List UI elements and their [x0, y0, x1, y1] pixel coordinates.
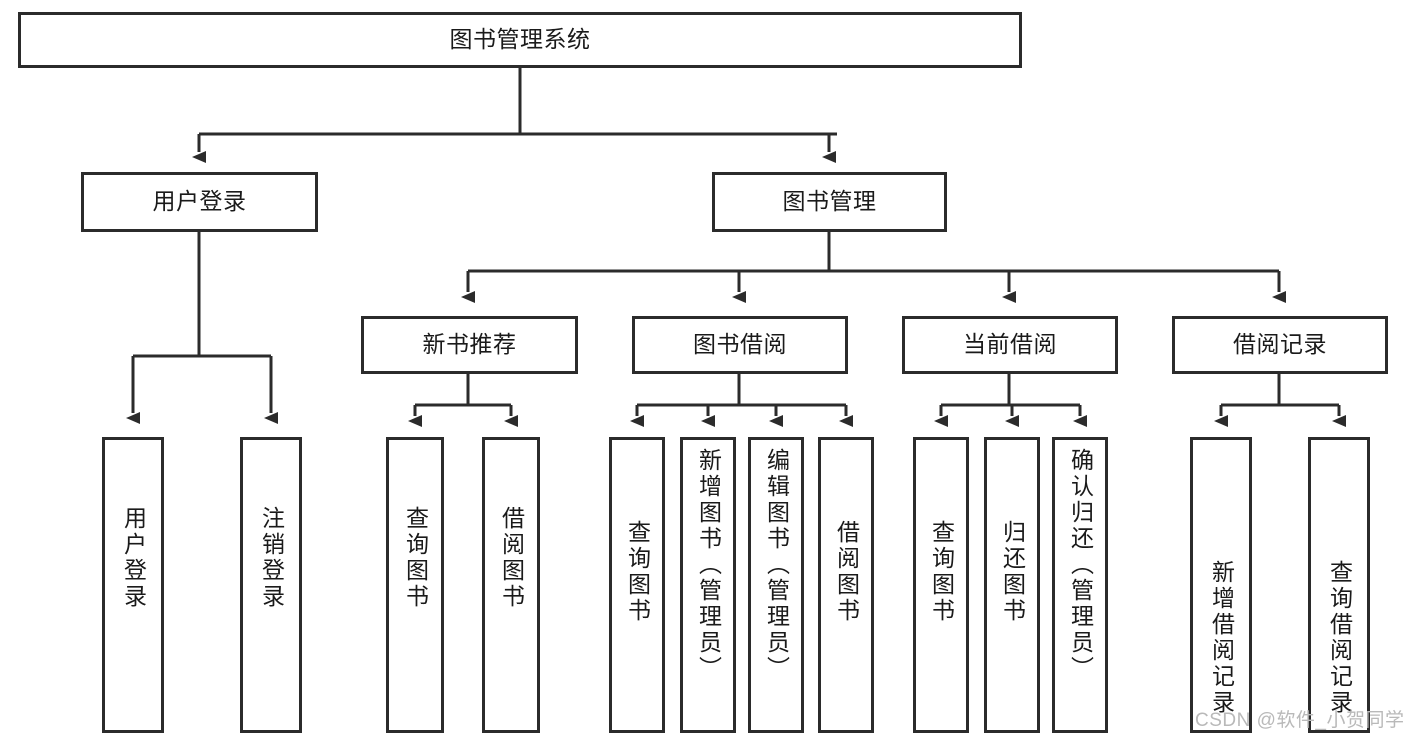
leaf-edit-book-admin[interactable]: 编辑图书（管理员）: [748, 437, 804, 733]
leaf-add-borrow-record-label: 新增借阅记录: [1208, 560, 1235, 716]
leaf-logout-label: 注销登录: [258, 506, 285, 610]
leaf-confirm-return-admin-label: 确认归还（管理员）: [1067, 448, 1094, 682]
leaf-query-borrow-record-label: 查询借阅记录: [1326, 560, 1353, 716]
node-current-borrowing[interactable]: 当前借阅: [902, 316, 1118, 374]
node-book-borrowing-label: 图书借阅: [693, 331, 787, 358]
leaf-query-book-current[interactable]: 查询图书: [913, 437, 969, 733]
leaf-add-borrow-record[interactable]: 新增借阅记录: [1190, 437, 1252, 733]
node-book-borrowing[interactable]: 图书借阅: [632, 316, 848, 374]
leaf-user-login[interactable]: 用户登录: [102, 437, 164, 733]
leaf-user-login-label: 用户登录: [120, 506, 147, 610]
node-book-management-label: 图书管理: [782, 188, 877, 215]
leaf-lend-book-label: 借阅图书: [833, 520, 860, 624]
node-book-management[interactable]: 图书管理: [712, 172, 947, 232]
leaf-confirm-return-admin[interactable]: 确认归还（管理员）: [1052, 437, 1108, 733]
leaf-borrow-book-recommendation[interactable]: 借阅图书: [482, 437, 540, 733]
node-user-login-label: 用户登录: [152, 188, 247, 215]
node-current-borrowing-label: 当前借阅: [963, 331, 1057, 358]
leaf-query-book-recommendation-label: 查询图书: [402, 506, 429, 610]
leaf-return-book-label: 归还图书: [999, 520, 1026, 624]
leaf-add-book-admin-label: 新增图书（管理员）: [695, 448, 722, 682]
node-root[interactable]: 图书管理系统: [18, 12, 1022, 68]
node-borrow-records[interactable]: 借阅记录: [1172, 316, 1388, 374]
leaf-query-book-recommendation[interactable]: 查询图书: [386, 437, 444, 733]
leaf-query-book-borrowing-label: 查询图书: [624, 520, 651, 624]
leaf-logout[interactable]: 注销登录: [240, 437, 302, 733]
leaf-query-book-current-label: 查询图书: [928, 520, 955, 624]
node-user-login[interactable]: 用户登录: [81, 172, 318, 232]
node-new-book-recommendation-label: 新书推荐: [422, 331, 517, 358]
node-new-book-recommendation[interactable]: 新书推荐: [361, 316, 578, 374]
node-root-label: 图书管理系统: [449, 26, 591, 53]
leaf-borrow-book-recommendation-label: 借阅图书: [498, 506, 525, 610]
leaf-add-book-admin[interactable]: 新增图书（管理员）: [680, 437, 736, 733]
leaf-return-book[interactable]: 归还图书: [984, 437, 1040, 733]
leaf-query-book-borrowing[interactable]: 查询图书: [609, 437, 665, 733]
leaf-lend-book[interactable]: 借阅图书: [818, 437, 874, 733]
leaf-query-borrow-record[interactable]: 查询借阅记录: [1308, 437, 1370, 733]
leaf-edit-book-admin-label: 编辑图书（管理员）: [763, 448, 790, 682]
watermark: CSDN @软件_小贺同学: [1195, 710, 1405, 731]
node-borrow-records-label: 借阅记录: [1233, 331, 1327, 358]
